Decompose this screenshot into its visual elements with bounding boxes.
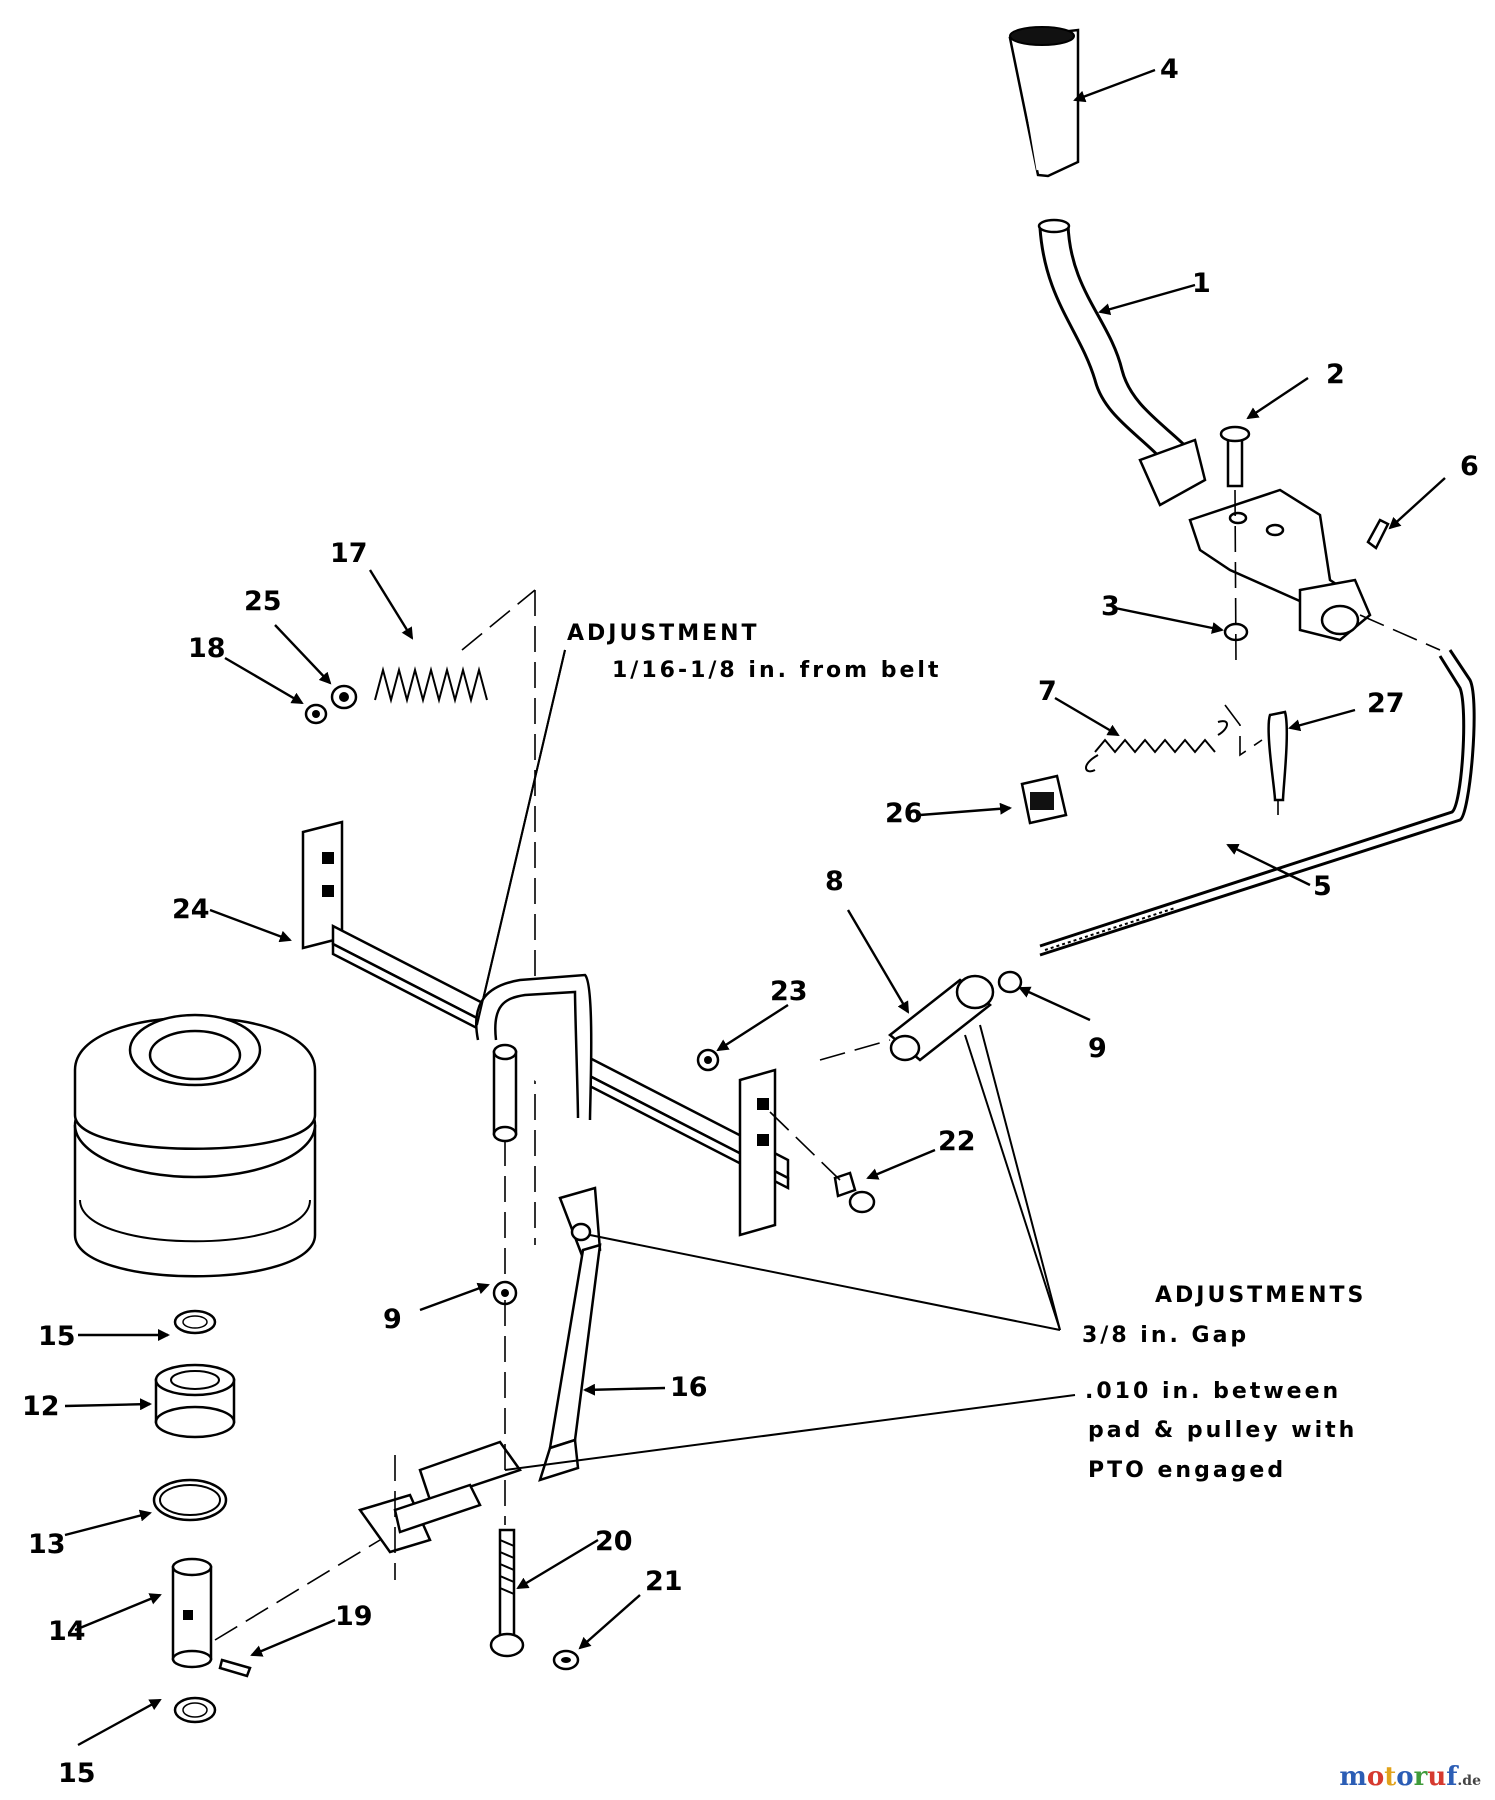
callout-21: 21 [645, 1566, 683, 1597]
pto-pulley [73, 1013, 317, 1278]
retaining-ring [152, 1478, 228, 1522]
compression-spring [374, 589, 536, 1245]
callout-23: 23 [770, 976, 808, 1007]
hub-adapter [171, 1539, 381, 1669]
lever-bracket [1188, 425, 1390, 666]
brake-pad [357, 1440, 523, 1580]
callout-12: 12 [22, 1391, 60, 1422]
flat-washer [330, 684, 358, 710]
callout-22: 22 [938, 1126, 976, 1157]
clearance-note-line2: pad & pulley with [1088, 1418, 1357, 1443]
watermark-letter: o [1366, 1762, 1385, 1792]
callout-numbers: 1 2 3 4 5 6 7 8 9 9 12 13 14 15 15 16 17… [22, 54, 1479, 1789]
watermark-letter: o [1396, 1762, 1414, 1792]
callout-8: 8 [825, 866, 844, 897]
watermark-letter: f [1446, 1762, 1458, 1792]
hex-nut-23 [696, 1048, 720, 1072]
site-watermark: motoruf.de [1339, 1762, 1481, 1792]
brake-arm [538, 1186, 602, 1482]
callout-3: 3 [1101, 591, 1120, 622]
callout-20: 20 [595, 1526, 633, 1557]
pto-rod [1039, 614, 1476, 957]
callout-26: 26 [885, 798, 923, 829]
callout-7: 7 [1038, 676, 1057, 707]
idler-bracket [301, 820, 790, 1295]
extension-spring [1085, 704, 1263, 773]
gap-note: 3/8 in. Gap [1082, 1323, 1249, 1348]
callout-24: 24 [172, 894, 210, 925]
swivel [819, 970, 1023, 1062]
lock-washer [552, 1649, 580, 1671]
watermark-letter: m [1339, 1762, 1367, 1792]
callout-9-right: 9 [1088, 1033, 1107, 1064]
callout-arrows [64, 68, 1446, 1747]
note-leaders [476, 649, 1076, 1471]
callout-15-bottom: 15 [58, 1758, 96, 1789]
callout-25: 25 [244, 586, 282, 617]
callout-16: 16 [670, 1372, 708, 1403]
callout-6: 6 [1460, 451, 1479, 482]
callout-14: 14 [48, 1616, 86, 1647]
callout-5: 5 [1313, 871, 1332, 902]
retaining-clip [304, 703, 328, 725]
callout-9-lower: 9 [383, 1304, 402, 1335]
pto-lever [1037, 218, 1207, 507]
callout-19: 19 [335, 1601, 373, 1632]
snap-ring-top [173, 1309, 217, 1335]
snap-ring-bottom [173, 1696, 217, 1724]
callout-4: 4 [1160, 54, 1179, 85]
hex-bolt [489, 1300, 525, 1658]
callout-17: 17 [330, 538, 368, 569]
roll-pin [218, 1658, 252, 1678]
bearing [154, 1363, 236, 1439]
watermark-letter: t [1384, 1762, 1397, 1792]
cotter-pin [1267, 710, 1289, 815]
callout-1: 1 [1192, 268, 1211, 299]
callout-15-top: 15 [38, 1321, 76, 1352]
callout-2: 2 [1326, 359, 1345, 390]
callout-13: 13 [28, 1529, 66, 1560]
watermark-letter: u [1427, 1762, 1447, 1792]
carriage-bolt [769, 1111, 876, 1214]
callout-27: 27 [1367, 688, 1405, 719]
pivot-block [1020, 774, 1068, 825]
clearance-note-line3: PTO engaged [1088, 1458, 1286, 1483]
handle-grip [1008, 26, 1080, 178]
adjustment-title: ADJUSTMENT [567, 621, 760, 646]
clearance-note-line1: .010 in. between [1085, 1379, 1341, 1404]
adjustments-title: ADJUSTMENTS [1155, 1283, 1366, 1308]
watermark-suffix: .de [1457, 1773, 1481, 1789]
callout-18: 18 [188, 633, 226, 664]
annotation-notes: ADJUSTMENT 1/16-1/8 in. from belt ADJUST… [567, 621, 1366, 1483]
adjustment-detail: 1/16-1/8 in. from belt [612, 658, 941, 683]
watermark-letter: r [1413, 1762, 1428, 1792]
